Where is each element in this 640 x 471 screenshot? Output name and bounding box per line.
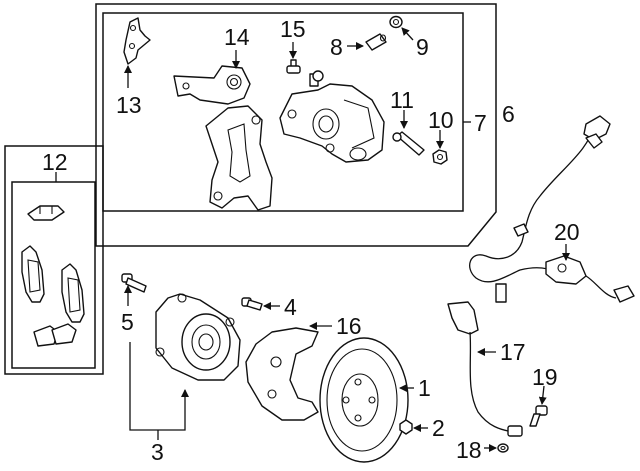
abs-sensor-part-20 — [545, 255, 635, 303]
pad-kit-frame-12-inner — [11, 181, 96, 369]
leader-9 — [401, 27, 414, 41]
pad-shims — [33, 323, 77, 347]
callout-6: 6 — [502, 101, 515, 127]
abs-sensor-harness — [469, 115, 611, 303]
callout-2: 2 — [432, 415, 445, 441]
callout-8: 8 — [330, 34, 343, 60]
brake-rotor-part-1 — [319, 337, 409, 463]
guide-pin-part-11 — [392, 131, 425, 156]
wheel-stud-part-5 — [121, 273, 147, 293]
callout-5: 5 — [121, 309, 134, 335]
callout-11: 11 — [390, 87, 414, 113]
pad-clips — [27, 205, 65, 221]
rotor-screw-part-2 — [399, 419, 413, 435]
hub-bearing-part-3 — [155, 293, 241, 381]
caliper-spring-part-13 — [123, 17, 151, 65]
callout-1: 1 — [418, 375, 431, 401]
caliper-carrier — [205, 105, 273, 211]
dust-shield-part-16 — [245, 327, 319, 421]
callout-16: 16 — [336, 313, 362, 339]
callout-14: 14 — [224, 24, 250, 50]
callout-10: 10 — [428, 107, 454, 133]
callout-3: 3 — [151, 439, 164, 465]
callout-9: 9 — [416, 34, 429, 60]
pad-kit-frame-12-outer — [4, 145, 104, 375]
callout-4: 4 — [284, 294, 297, 320]
cap-part-9 — [389, 15, 403, 29]
bolt-part-4 — [241, 297, 263, 311]
callout-18: 18 — [456, 437, 482, 463]
assembly-frame-6 — [95, 3, 497, 247]
callout-20: 20 — [554, 219, 580, 245]
callout-15: 15 — [280, 16, 306, 42]
washer-part-18 — [497, 443, 509, 453]
callout-13: 13 — [116, 92, 142, 118]
callout-17: 17 — [500, 339, 526, 365]
callout-12: 12 — [42, 149, 68, 175]
nut-part-10 — [432, 149, 448, 165]
callout-19: 19 — [532, 364, 558, 390]
brake-hose-part-17 — [447, 301, 523, 437]
caliper-housing — [279, 83, 385, 163]
banjo-bolt-part-19 — [529, 405, 548, 427]
brake-pad-right — [61, 263, 85, 323]
guide-pin-boot-part-8 — [365, 33, 387, 51]
callout-7: 7 — [474, 110, 487, 136]
bleeder-nipple — [309, 70, 324, 87]
bracket-part-14 — [173, 65, 251, 105]
leader-19 — [538, 385, 547, 405]
caliper-group-frame-7 — [102, 12, 464, 212]
brake-pad-left — [21, 245, 45, 303]
bolt-part-15 — [286, 59, 301, 74]
